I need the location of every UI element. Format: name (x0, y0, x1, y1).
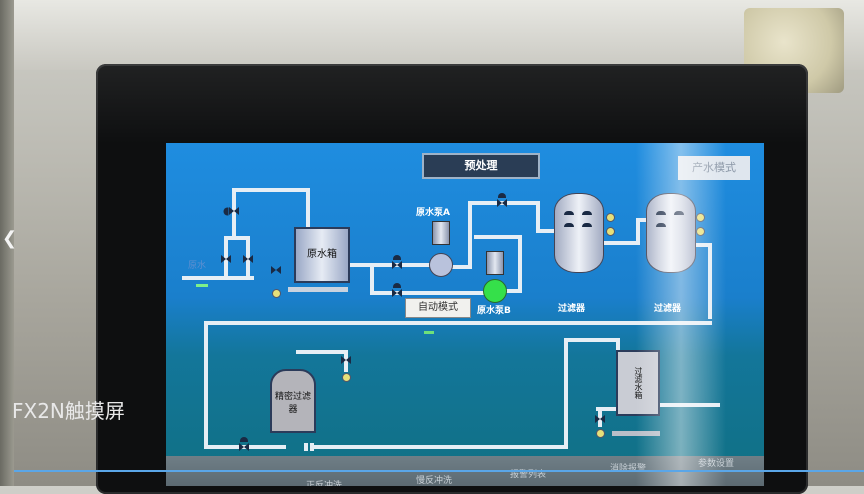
pump-b-branch-down (370, 263, 374, 293)
valve-icon[interactable] (221, 255, 231, 263)
nozzle-icon (564, 211, 574, 215)
filtered-water-tank[interactable]: 过滤水箱 (616, 350, 660, 416)
filter-2-outlet-pipe (696, 243, 712, 247)
pump-b-riser (518, 235, 522, 293)
inlet-pipe (182, 276, 254, 280)
bypass-pipe-top (224, 236, 250, 240)
nav-button[interactable]: 慢反冲洗 (416, 476, 453, 486)
pressure-sensor-icon (342, 373, 351, 382)
valve-icon[interactable] (392, 261, 402, 269)
valve-icon[interactable] (239, 443, 249, 451)
pump-b-label: 原水泵B (477, 306, 511, 316)
valve-actuator-icon (223, 207, 229, 216)
valve-icon[interactable] (497, 199, 507, 207)
pump-a-riser (468, 201, 472, 269)
filter-feed-down-pipe (536, 201, 540, 231)
inlet-label: 原水 (188, 261, 207, 271)
valve-icon[interactable] (243, 255, 253, 263)
valve-icon[interactable] (271, 266, 281, 274)
level-sensor-icon (596, 429, 605, 438)
tank-feed-drop-pipe (616, 338, 620, 352)
valve-actuator-icon (240, 437, 248, 442)
valve-icon[interactable] (595, 415, 605, 423)
filter-inlet-pipe (536, 229, 556, 233)
filter-connection-pipe (602, 241, 638, 245)
chevron-left-icon[interactable]: ❮ (2, 228, 18, 249)
lower-riser-pipe (564, 339, 568, 449)
precision-filter-inlet-stub (304, 443, 308, 451)
pump-b-discharge-pipe (506, 289, 520, 293)
tank-feed-pipe (306, 188, 310, 228)
pump-b-motor-icon (486, 251, 504, 275)
level-sensor-icon (272, 289, 281, 298)
valve-icon[interactable] (341, 356, 351, 364)
valve-actuator-icon (498, 193, 506, 198)
bezel-reflection (96, 64, 808, 144)
pump-a[interactable] (429, 253, 453, 277)
top-pipe (232, 188, 308, 192)
pressure-sensor-icon (606, 227, 615, 236)
raw-water-tank-base (288, 287, 348, 292)
filtered-tank-drain-pipe (596, 407, 616, 411)
filter-1-label: 过滤器 (558, 304, 586, 314)
pressure-sensor-icon (696, 213, 705, 222)
wall-edge (0, 0, 14, 486)
pump-b-top-pipe (474, 235, 522, 239)
pump-b[interactable] (483, 279, 507, 303)
video-progress-line[interactable] (14, 470, 864, 472)
pressure-sensor-icon (606, 213, 615, 222)
valve-icon[interactable] (229, 207, 239, 215)
tank-feed-top-pipe (564, 338, 620, 342)
nozzle-icon (582, 223, 592, 227)
hmi-screen: 预处理 产水模式 原水 原水箱 (166, 143, 764, 486)
filter-connection-riser (636, 219, 640, 245)
precision-filter[interactable]: 精密过滤器 (270, 369, 316, 433)
pump-a-motor-icon (432, 221, 450, 245)
nozzle-icon (674, 211, 684, 215)
valve-actuator-icon (393, 283, 401, 288)
nozzle-icon (656, 211, 666, 215)
video-caption: FX2N触摸屏 (12, 399, 125, 423)
nozzle-icon (656, 223, 666, 227)
precision-filter-label: 精密过滤器 (274, 392, 311, 415)
nozzle-icon (564, 223, 574, 227)
nav-button[interactable]: 正反冲洗 (306, 481, 343, 486)
valve-icon[interactable] (392, 289, 402, 297)
left-down-pipe (204, 321, 208, 449)
raw-water-tank-label: 原水箱 (307, 249, 337, 260)
pump-a-label: 原水泵A (416, 208, 450, 218)
precision-filter-vent-pipe (296, 350, 348, 354)
nav-button[interactable]: 消除报警 (610, 464, 647, 474)
filter-2-inlet-pipe (636, 218, 650, 222)
pump-a-discharge-pipe (450, 265, 472, 269)
filter-2-label: 过滤器 (654, 304, 682, 314)
precision-filter-outlet-pipe (312, 445, 568, 449)
status-indicator (424, 331, 434, 334)
nozzle-icon (582, 211, 592, 215)
screen-title: 预处理 (422, 153, 540, 179)
pressure-sensor-icon (696, 227, 705, 236)
filtered-water-tank-label: 过滤水箱 (634, 367, 643, 399)
valve-actuator-icon (393, 255, 401, 260)
flow-arrow-icon (196, 284, 208, 287)
mode-indicator-button[interactable]: 产水模式 (678, 156, 750, 180)
raw-water-tank[interactable]: 原水箱 (294, 227, 350, 283)
pump-b-suction-pipe (370, 291, 488, 295)
filter-2-down-pipe (708, 243, 712, 319)
stainless-cabinet-top (0, 0, 864, 70)
nav-button[interactable]: 报警列表 (510, 470, 547, 480)
nav-button[interactable]: 参数设置 (698, 459, 735, 469)
filtered-tank-outlet-pipe (658, 403, 720, 407)
main-return-pipe (204, 321, 712, 325)
filter-1-vessel[interactable] (554, 193, 604, 273)
auto-mode-button[interactable]: 自动模式 (405, 298, 471, 318)
filter-2-vessel[interactable] (646, 193, 696, 273)
filtered-tank-base (612, 431, 660, 436)
